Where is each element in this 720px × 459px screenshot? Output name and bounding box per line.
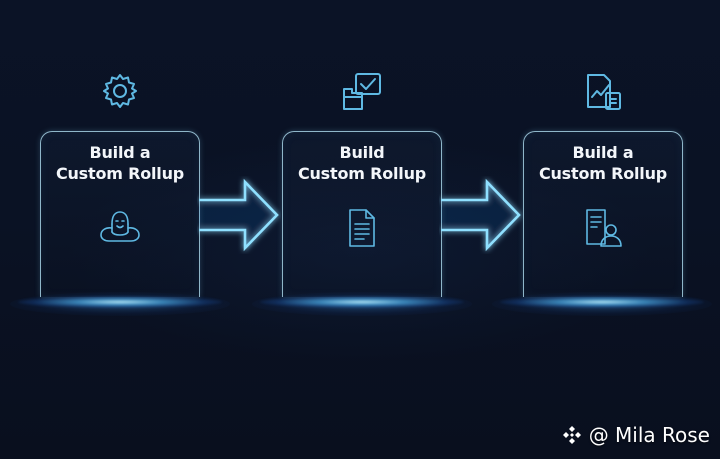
watermark: @ Mila Rose [561,423,710,447]
step-card-1: Build a Custom Rollup [40,131,200,297]
step-2-title-line2: Custom Rollup [297,164,427,183]
step-2-title-line1: Build [339,143,385,162]
step-card-3: Build a Custom Rollup [523,131,683,297]
checked-boxes-icon [343,73,381,110]
arrow-right-icon-1 [199,178,279,252]
step-2-title: Build Custom Rollup [283,142,441,184]
step-1-title-line2: Custom Rollup [55,164,185,183]
step-3-title-line1: Build a [572,143,634,162]
arrow-right-icon-2 [441,178,521,252]
card-2-floor-line [260,296,464,308]
user-document-icon [586,209,622,247]
card-1-floor-line [18,296,222,308]
step-1-title-line1: Build a [89,143,151,162]
step-1-title: Build a Custom Rollup [41,142,199,184]
binance-logo-icon [562,426,581,444]
gear-icon [103,74,137,108]
chart-report-icon [587,74,621,110]
watermark-text: @ Mila Rose [588,423,710,447]
step-3-title: Build a Custom Rollup [524,142,682,184]
bot-cloud-icon [100,211,140,242]
card-3-floor-line [500,296,704,308]
step-3-title-line2: Custom Rollup [538,164,668,183]
step-card-2: Build Custom Rollup [282,131,442,297]
document-icon [349,209,375,247]
